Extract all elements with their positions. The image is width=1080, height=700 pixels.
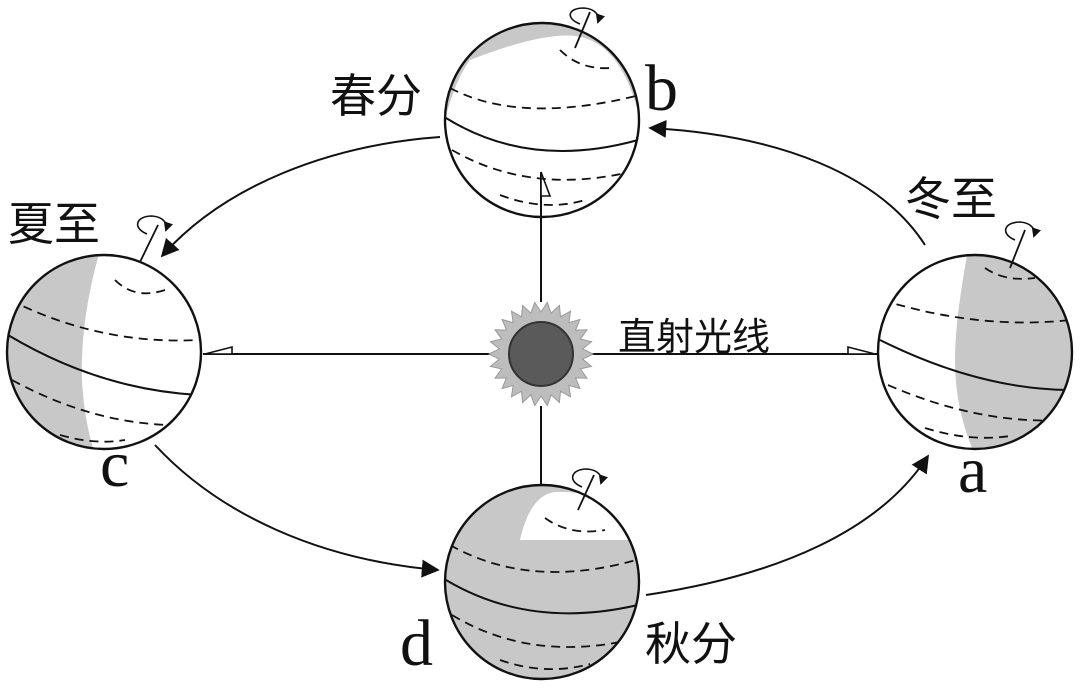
- label-a: a: [958, 434, 987, 507]
- ray-c-marker: [204, 345, 233, 355]
- orbit-arc-d-to-a: [645, 454, 929, 596]
- globe-d-night-lower: [445, 540, 639, 679]
- orbit-arc-b-to-c: [160, 136, 441, 258]
- label-summer-solstice: 夏至: [8, 197, 100, 251]
- globe-b-antarctic-circle: [499, 194, 586, 206]
- direct-rays: [203, 171, 877, 497]
- globe-a-night-side: [955, 255, 1072, 449]
- globe-a-arctic-circle: [984, 267, 1036, 280]
- globe-c-axis: [139, 224, 159, 263]
- globe-b-night-sliver: [620, 30, 639, 120]
- label-b: b: [645, 52, 678, 125]
- globe-d-rotation-icon: [571, 468, 608, 488]
- globe-b-night-side: [445, 23, 639, 120]
- label-autumn-equinox: 秋分: [645, 617, 737, 671]
- ray-a-marker: [847, 345, 876, 355]
- globe-c-night-side: [7, 255, 100, 449]
- globe-b-spring-equinox: [443, 7, 641, 219]
- globe-c-equator: [7, 334, 201, 396]
- globe-b-equator: [445, 117, 639, 152]
- sun: [487, 301, 595, 407]
- globe-c-arctic-circle: [114, 279, 166, 295]
- label-direct-ray: 直射光线: [618, 315, 770, 359]
- ray-b-marker: [540, 171, 552, 197]
- globe-d-outline: [443, 483, 641, 681]
- globe-c-tropic-cancer: [9, 299, 199, 342]
- globe-c-tropic-capricorn: [11, 379, 191, 427]
- globe-d-axis: [577, 474, 595, 511]
- globe-a-antarctic-circle: [924, 427, 1011, 439]
- globe-a-winter-solstice: [876, 221, 1074, 451]
- orbit: [154, 119, 929, 596]
- label-winter-solstice: 冬至: [905, 172, 997, 226]
- globe-b-axis: [574, 11, 591, 49]
- label-c: c: [100, 428, 129, 501]
- sun-core: [508, 321, 574, 387]
- globe-a-tropic-capricorn: [887, 384, 1067, 422]
- globe-a-equator: [879, 339, 1072, 391]
- globe-c-antarctic-circle: [59, 434, 126, 443]
- globe-d-tropic-capricorn: [451, 614, 631, 648]
- orbit-arc-a-to-b: [648, 119, 926, 246]
- label-d: d: [400, 607, 433, 680]
- globe-d-antarctic-circle: [499, 659, 591, 671]
- globe-a-axis: [1009, 229, 1026, 269]
- globe-c-rotation-icon: [136, 215, 173, 235]
- globe-d-tropic-cancer: [449, 544, 637, 573]
- globe-a-tropic-cancer: [881, 299, 1071, 324]
- globe-d-equator: [445, 579, 639, 615]
- globe-d-arctic-circle: [544, 517, 606, 533]
- globe-c-summer-solstice: [5, 215, 203, 451]
- globe-a-rotation-icon: [1004, 221, 1041, 241]
- orbit-arc-c-to-d: [154, 444, 440, 578]
- globe-b-rotation-icon: [569, 7, 605, 25]
- globe-b-tropic-capricorn: [451, 149, 631, 181]
- globe-d-autumn-equinox: [443, 468, 641, 681]
- globe-b-tropic-cancer: [449, 87, 639, 110]
- label-spring-equinox: 春分: [330, 69, 422, 123]
- globe-c-outline: [5, 253, 203, 451]
- globe-b-arctic-circle: [559, 49, 611, 70]
- globe-b-outline: [443, 21, 641, 219]
- globe-a-outline: [876, 253, 1074, 451]
